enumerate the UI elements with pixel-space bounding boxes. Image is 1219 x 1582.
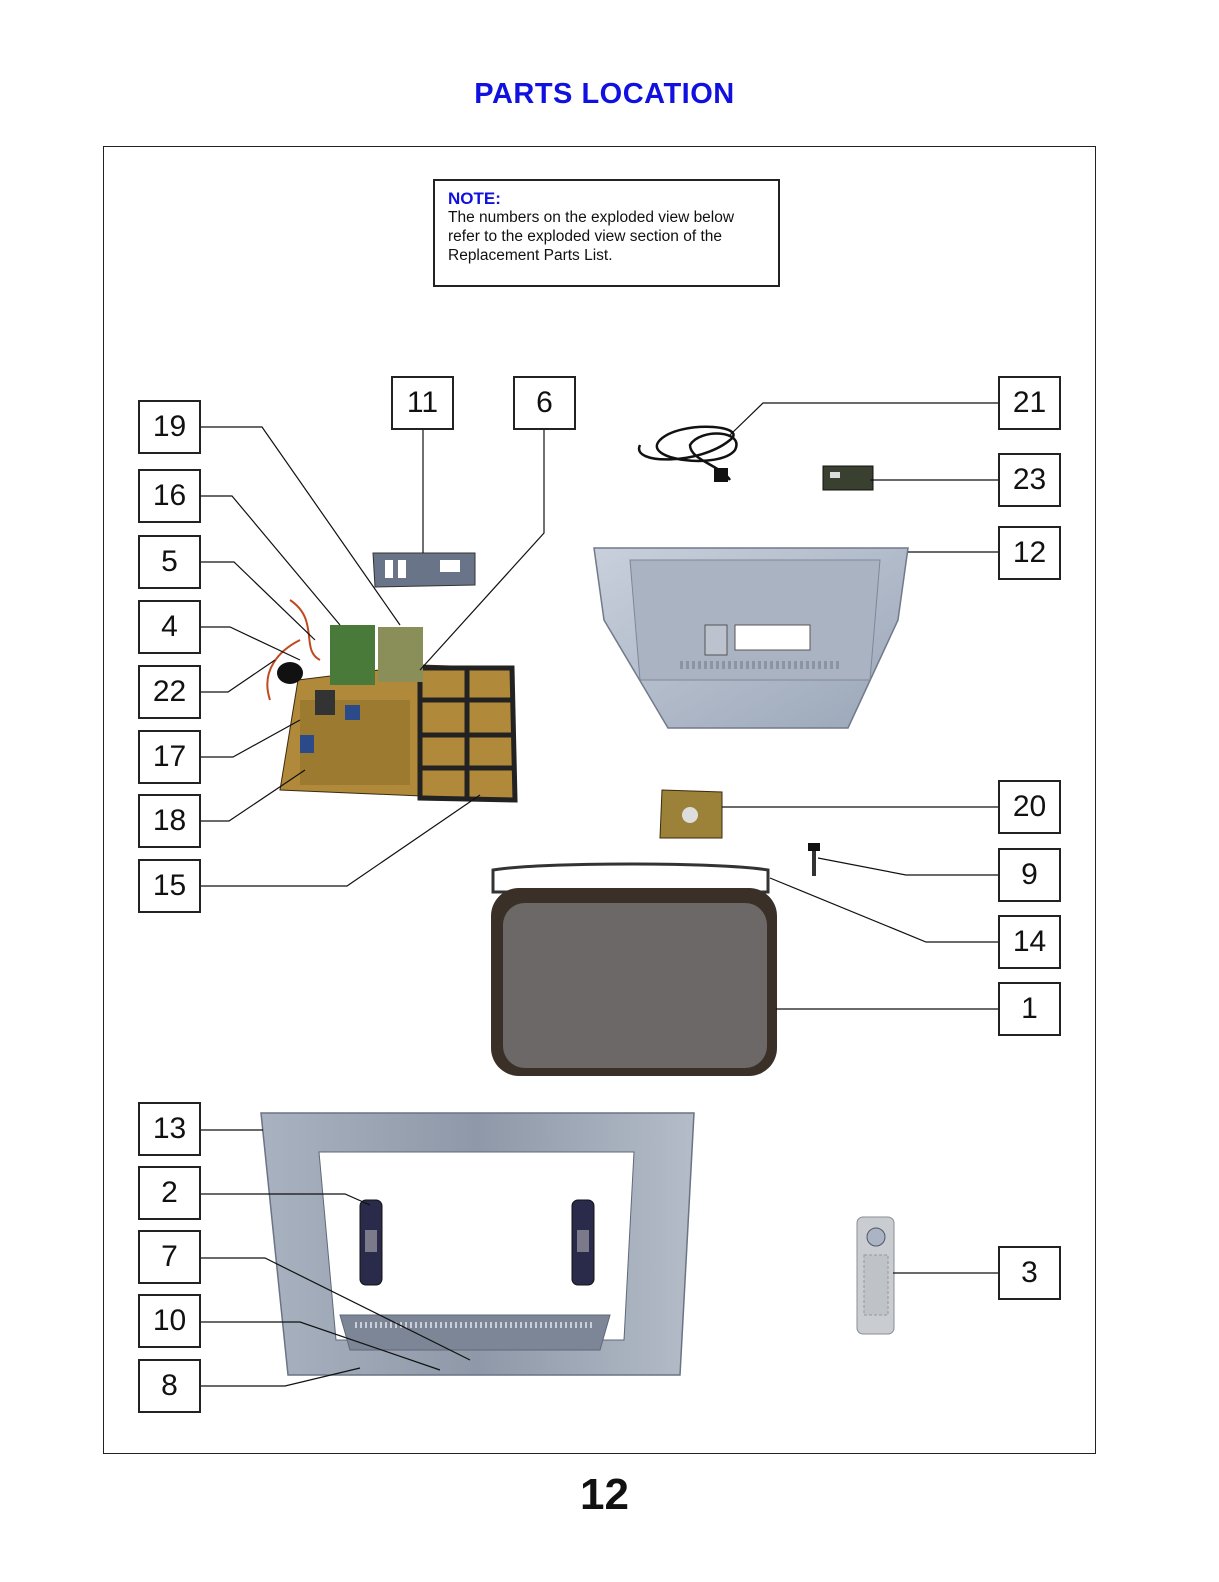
callout-19: 19 (138, 400, 201, 454)
speaker-right (572, 1200, 594, 1285)
note-box: NOTE: The numbers on the exploded view b… (433, 179, 780, 287)
callout-7: 7 (138, 1230, 201, 1284)
bracket-part (373, 553, 475, 587)
callout-23: 23 (998, 453, 1061, 507)
callout-2: 2 (138, 1166, 201, 1220)
main-chassis-pcb (280, 625, 515, 800)
callout-1: 1 (998, 982, 1061, 1036)
remote-control (857, 1217, 894, 1334)
note-line: refer to the exploded view section of th… (448, 227, 765, 246)
callout-16: 16 (138, 469, 201, 523)
note-line: The numbers on the exploded view below (448, 208, 765, 227)
callout-6: 6 (513, 376, 576, 430)
callout-21: 21 (998, 376, 1061, 430)
callout-11: 11 (391, 376, 454, 430)
callout-22: 22 (138, 665, 201, 719)
screw-part (808, 843, 820, 876)
note-line: Replacement Parts List. (448, 246, 765, 265)
picture-tube (491, 864, 777, 1076)
callout-18: 18 (138, 794, 201, 848)
callout-4: 4 (138, 600, 201, 654)
callout-14: 14 (998, 915, 1061, 969)
callout-17: 17 (138, 730, 201, 784)
callout-10: 10 (138, 1294, 201, 1348)
sub-board-part (660, 790, 722, 838)
back-cabinet (594, 548, 908, 728)
callout-5: 5 (138, 535, 201, 589)
small-board-part (823, 466, 873, 490)
callout-20: 20 (998, 780, 1061, 834)
speaker-left (360, 1200, 382, 1285)
callout-8: 8 (138, 1359, 201, 1413)
callout-15: 15 (138, 859, 201, 913)
callout-12: 12 (998, 526, 1061, 580)
page-number: 12 (0, 1470, 1209, 1520)
front-cabinet (261, 1113, 694, 1375)
note-heading: NOTE: (448, 189, 765, 208)
callout-13: 13 (138, 1102, 201, 1156)
callout-3: 3 (998, 1246, 1061, 1300)
callout-9: 9 (998, 848, 1061, 902)
power-cord (639, 427, 736, 482)
